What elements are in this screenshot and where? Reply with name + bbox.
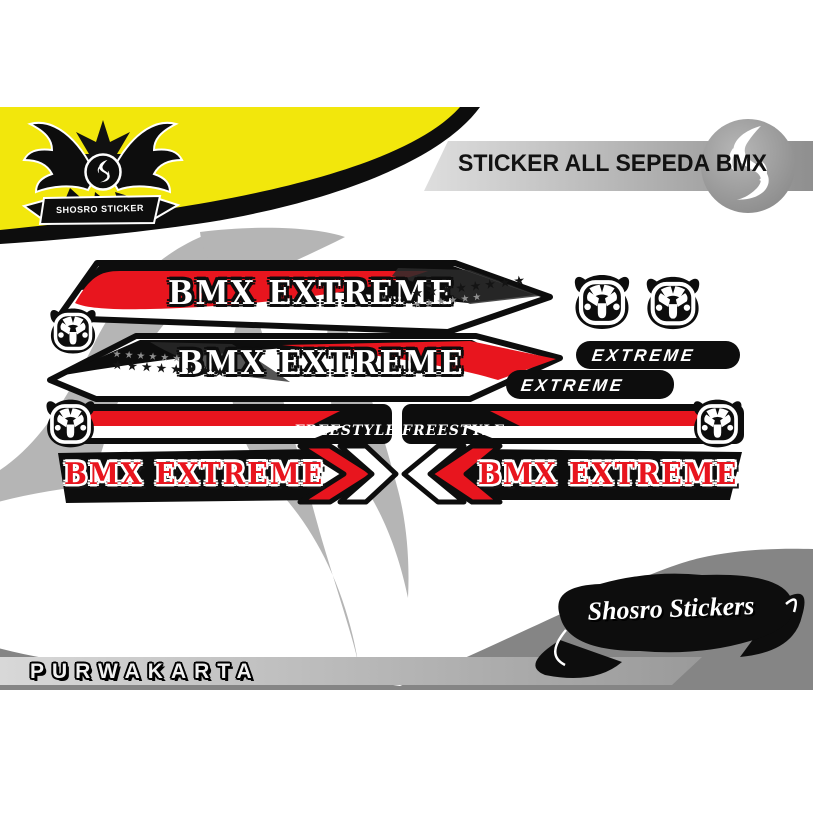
freestyle-right-label: FREESTYLE — [402, 423, 505, 439]
city-label: PURWAKARTA — [30, 660, 260, 683]
extreme-pill-top — [576, 341, 740, 369]
shosro-badge — [21, 120, 184, 226]
extreme-pill-bottom — [506, 370, 674, 399]
extreme-pill-bottom-label: EXTREME — [519, 376, 626, 395]
stripe-sticker-left — [56, 404, 392, 444]
blade-bottom-label: BMX EXTREME — [178, 344, 465, 383]
page-title: STICKER ALL SEPEDA BMX — [458, 150, 767, 177]
stripe-sticker-right — [402, 404, 744, 444]
bull-logo-icon — [575, 275, 629, 329]
white-swoosh-ellipse — [0, 480, 490, 670]
dark-wave — [0, 548, 813, 690]
banner-right-label: BMX EXTREME — [478, 457, 739, 492]
blade-sticker-top — [55, 260, 553, 335]
extreme-pill-top-label: EXTREME — [590, 346, 697, 365]
bull-logo-icon — [44, 397, 97, 450]
bull-logo-icon — [647, 277, 700, 329]
chevron-red-right — [297, 443, 377, 505]
banner-left-label: BMX EXTREME — [64, 457, 325, 492]
blade-top-label: BMX EXTREME — [168, 274, 455, 313]
bull-logo-icon — [48, 306, 98, 356]
freestyle-left-label: FREESTYLE — [294, 423, 397, 439]
chevron-white-right — [337, 443, 399, 505]
banner-sticker-left — [58, 443, 399, 505]
banner-sticker-right — [401, 443, 742, 505]
blade-sticker-bottom — [47, 333, 563, 402]
footer-band — [0, 657, 702, 685]
bull-logo-icon — [691, 397, 744, 450]
chevron-red-left — [427, 443, 503, 505]
chevron-white-left — [401, 443, 467, 505]
shosro-script-logo — [535, 573, 805, 679]
